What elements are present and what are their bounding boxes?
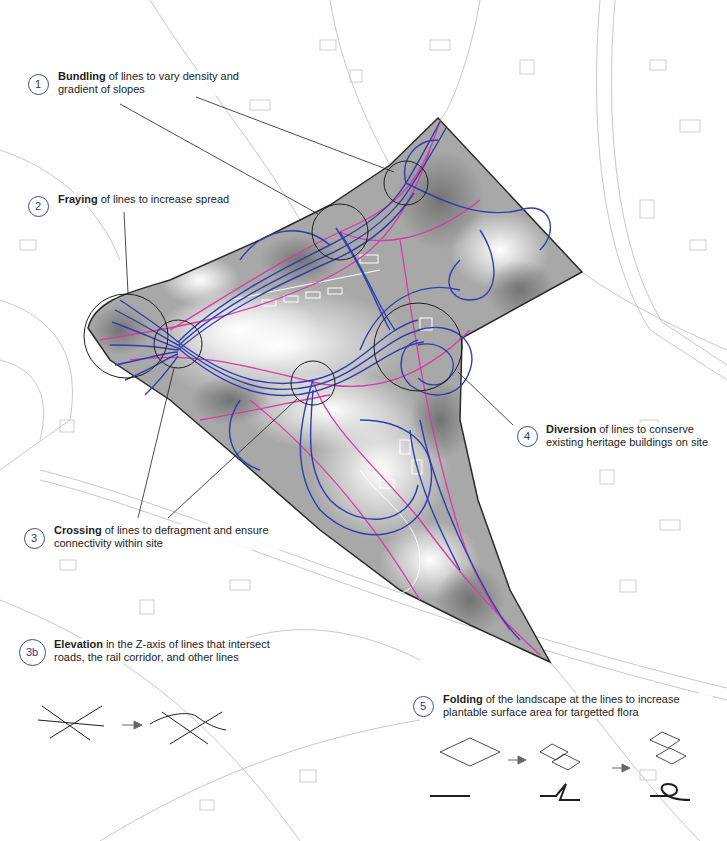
callout: 3bElevationin the Z-axis of lines that i… [19, 639, 46, 666]
annotation-text: Crossingof lines to defragment and ensur… [54, 524, 284, 550]
callout-number: 4 [517, 426, 538, 447]
annotation-keyword: Crossing [54, 524, 102, 536]
callout: 1Bundlingof lines to vary density and gr… [28, 74, 49, 95]
callout-number: 1 [28, 74, 49, 95]
annotation-text: Diversionof lines to conserve existing h… [546, 423, 724, 449]
annotation-keyword: Diversion [546, 423, 596, 435]
annotation-body: of lines to increase spread [101, 193, 229, 205]
annotation-text: Frayingof lines to increase spread [58, 193, 278, 206]
annotation-keyword: Fraying [58, 193, 98, 205]
callout: 5Foldingof the landscape at the lines to… [413, 696, 434, 717]
callout: 2Frayingof lines to increase spread [28, 196, 49, 217]
callout-number: 3 [24, 528, 45, 549]
callout: 3Crossingof lines to defragment and ensu… [24, 528, 45, 549]
annotation-keyword: Folding [443, 693, 483, 705]
callout-number: 5 [413, 696, 434, 717]
annotation-keyword: Elevation [54, 638, 103, 650]
annotation-text: Bundlingof lines to vary density and gra… [58, 70, 268, 96]
callout-number: 3b [19, 639, 46, 666]
annotation-keyword: Bundling [58, 70, 106, 82]
callout-number: 2 [28, 196, 49, 217]
callout: 4Diversionof lines to conserve existing … [517, 426, 538, 447]
annotation-text: Elevationin the Z-axis of lines that int… [54, 638, 284, 664]
annotation-text: Foldingof the landscape at the lines to … [443, 693, 713, 719]
